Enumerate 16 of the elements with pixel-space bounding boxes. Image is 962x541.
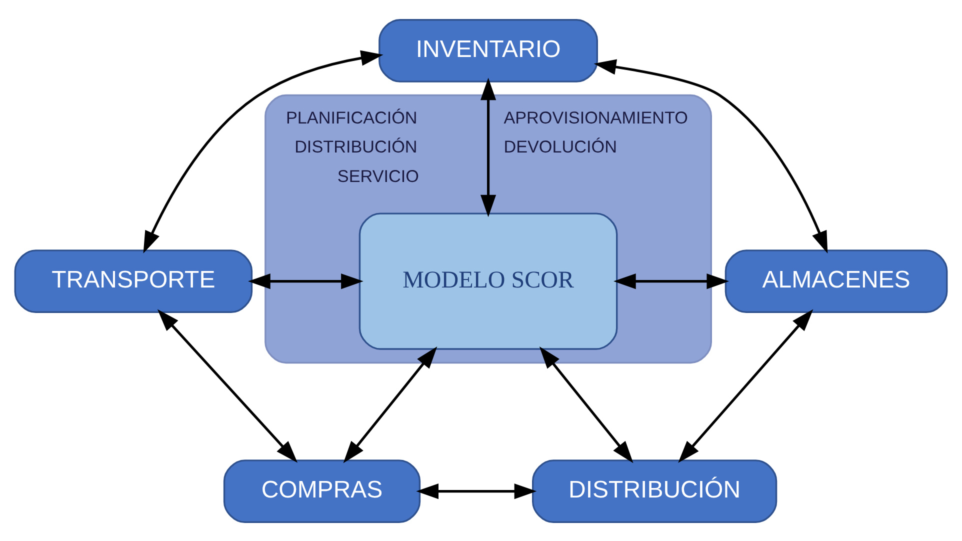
node-box: ALMACENES	[724, 249, 948, 312]
node-box: COMPRAS	[223, 459, 421, 522]
node-box: DISTRIBUCIÓN	[532, 459, 778, 522]
arrow	[480, 77, 496, 217]
arrow	[594, 58, 828, 254]
node-box: INVENTARIO	[378, 18, 598, 82]
arrow	[614, 272, 730, 289]
arrow	[157, 308, 298, 462]
arrow	[143, 50, 384, 253]
arrow	[248, 272, 364, 289]
arrow	[539, 346, 634, 463]
arrow	[343, 346, 438, 463]
arrow	[416, 482, 537, 499]
arrow	[678, 308, 814, 462]
node-box: MODELO SCOR	[358, 212, 618, 350]
node-box: TRANSPORTE	[14, 249, 253, 312]
